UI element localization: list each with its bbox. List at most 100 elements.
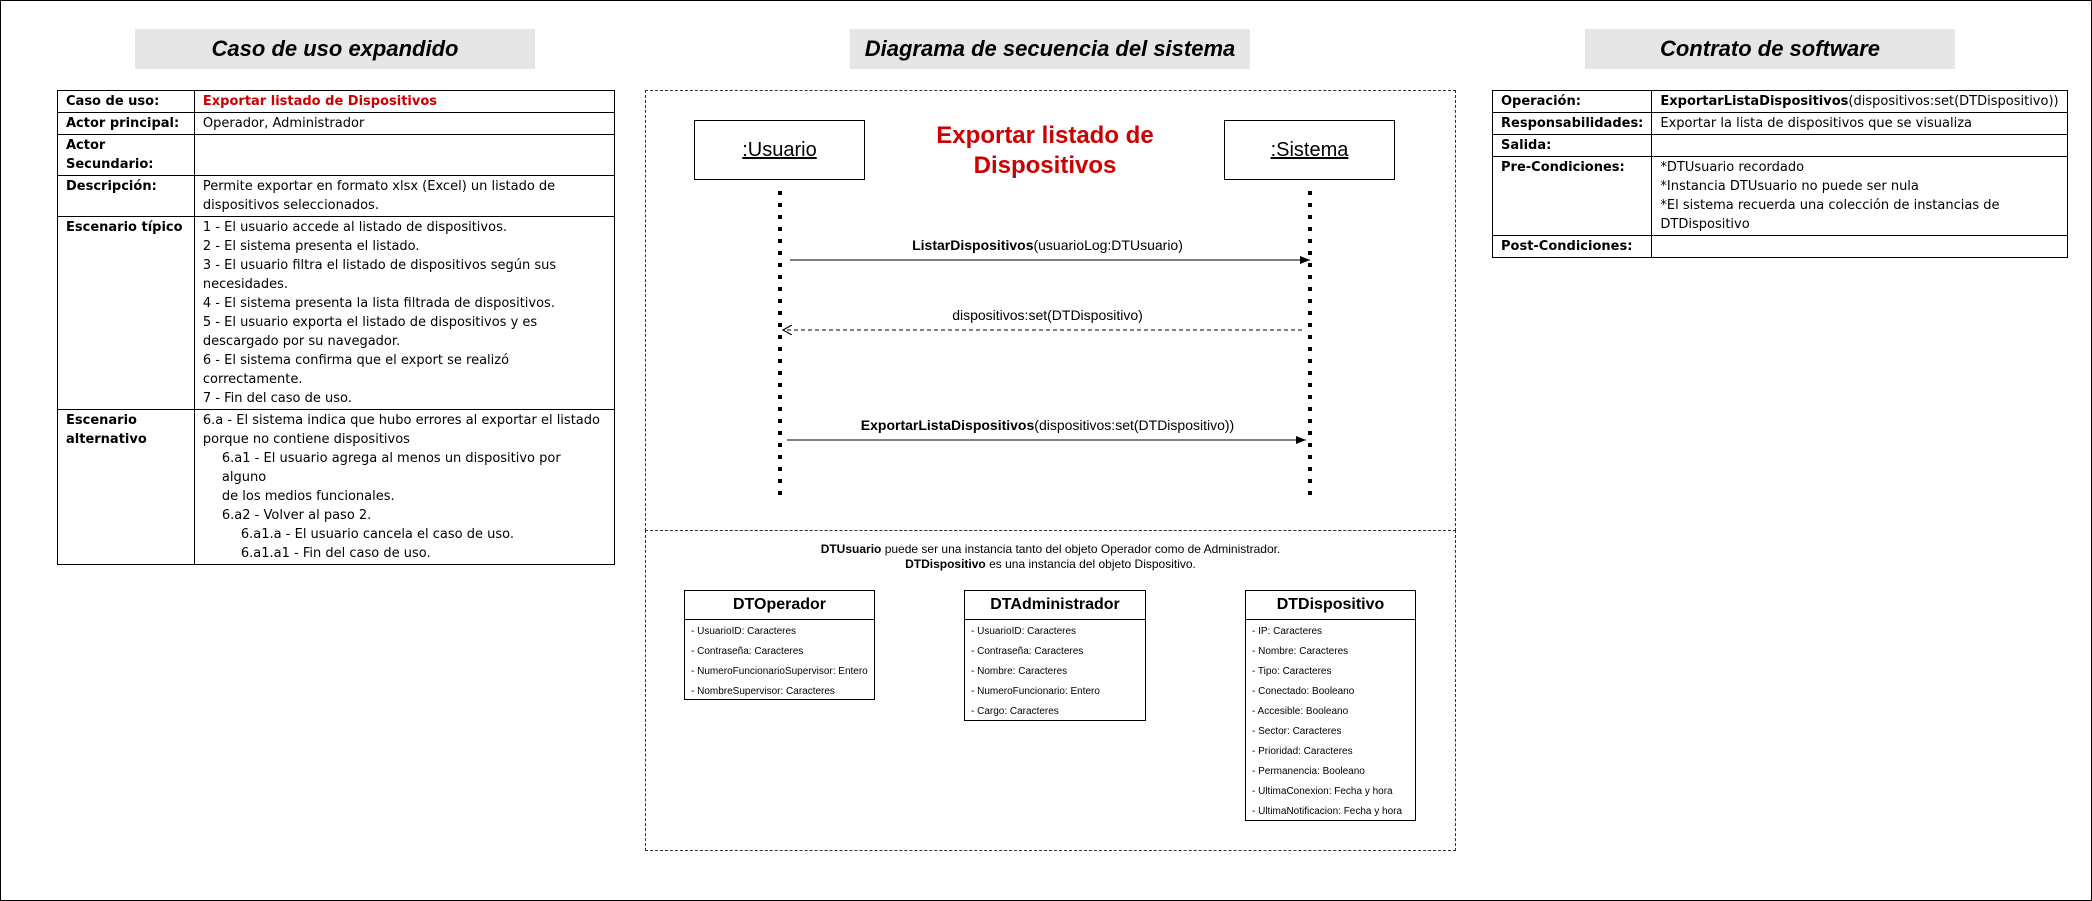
alternativo-label: Escenario alternativo [57, 409, 195, 565]
note-term: DTDispositivo [905, 557, 986, 571]
message-label-return: dispositivos:set(DTDispositivo) [795, 307, 1300, 323]
escenario-step: 2 - El sistema presenta el listado. [202, 239, 420, 254]
precondicion-line: *DTUsuario recordado [1660, 160, 1805, 175]
class-dtadministrador: DTAdministrador - UsuarioID: Caracteres … [964, 590, 1146, 721]
contract-table: Operación: ExportarListaDispositivos(dis… [1491, 90, 2068, 258]
class-attribute: - UsuarioID: Caracteres [971, 626, 1077, 637]
use-case-row-escenario: Escenario típico 1 - El usuario accede a… [57, 216, 616, 410]
class-attribute: - Cargo: Caracteres [971, 706, 1059, 717]
lifeline-sistema-box: :Sistema [1224, 120, 1395, 180]
use-case-section-title: Caso de uso expandido [135, 29, 535, 69]
class-attribute: - UsuarioID: Caracteres [691, 626, 797, 637]
operacion-value: ExportarListaDispositivos(dispositivos:s… [1651, 90, 2068, 113]
sequence-section-title: Diagrama de secuencia del sistema [850, 29, 1250, 69]
class-attribute: - Accesible: Booleano [1252, 706, 1349, 717]
class-attribute: - NumeroFuncionario: Entero [971, 686, 1100, 697]
sequence-title-line: Dispositivos [973, 152, 1117, 179]
descripcion-value: Permite exportar en formato xlsx (Excel)… [193, 175, 616, 217]
class-attribute: - NumeroFuncionarioSupervisor: Entero [691, 666, 868, 677]
precondiciones-label: Pre-Condiciones: [1491, 156, 1653, 236]
message-return-value: dispositivos:set(DTDispositivo) [952, 307, 1143, 323]
escenario-step: necesidades. [202, 277, 289, 292]
escenario-step: 6 - El sistema confirma que el export se… [202, 353, 510, 387]
actor-principal-value: Operador, Administrador [193, 112, 616, 135]
alternativo-step: 6.a1.a1 - Fin del caso de uso. [240, 546, 431, 561]
class-attribute: - Nombre: Caracteres [1252, 646, 1349, 657]
class-name: DTOperador [685, 591, 874, 620]
message-name: ExportarListaDispositivos [860, 417, 1035, 433]
use-case-row-alternativo: Escenario alternativo 6.a - El sistema i… [57, 409, 616, 565]
use-case-row-actor-principal: Actor principal: Operador, Administrador [57, 112, 616, 135]
contract-row-precondiciones: Pre-Condiciones: *DTUsuario recordado *I… [1491, 156, 2068, 236]
use-case-row-descripcion: Descripción: Permite exportar en formato… [57, 175, 616, 217]
responsabilidades-value: Exportar la lista de dispositivos que se… [1651, 112, 2068, 135]
class-attribute: - Nombre: Caracteres [971, 666, 1068, 677]
note-text: puede ser una instancia tanto del objeto… [881, 542, 1281, 556]
salida-value [1651, 134, 2068, 157]
responsabilidades-label: Responsabilidades: [1491, 112, 1653, 135]
class-name: DTAdministrador [965, 591, 1145, 620]
salida-label: Salida: [1491, 134, 1653, 157]
dto-notes: DTUsuario puede ser una instancia tanto … [650, 542, 1451, 572]
escenario-step: 7 - Fin del caso de uso. [202, 391, 352, 406]
message-label-listar: ListarDispositivos(usuarioLog:DTUsuario) [795, 237, 1300, 253]
class-name: DTDispositivo [1246, 591, 1415, 620]
class-attribute: - Contraseña: Caracteres [971, 646, 1084, 657]
class-attribute: - Sector: Caracteres [1252, 726, 1342, 737]
alternativo-value: 6.a - El sistema indica que hubo errores… [193, 409, 616, 565]
class-attribute: - Prioridad: Caracteres [1252, 746, 1353, 757]
precondicion-line: *Instancia DTUsuario no puede ser nula [1660, 179, 1919, 194]
operacion-label: Operación: [1491, 90, 1653, 113]
descripcion-line: dispositivos seleccionados. [202, 198, 379, 213]
escenario-step: descargado por su navegador. [202, 334, 401, 349]
alternativo-step: de los medios funcionales. [221, 489, 395, 504]
contract-row-operacion: Operación: ExportarListaDispositivos(dis… [1491, 90, 2068, 113]
use-case-table: Caso de uso: Exportar listado de Disposi… [57, 90, 616, 565]
escenario-step: 1 - El usuario accede al listado de disp… [202, 220, 507, 235]
class-attribute: - UltimaConexion: Fecha y hora [1252, 786, 1393, 797]
message-name: ListarDispositivos [912, 237, 1034, 253]
contract-row-responsabilidades: Responsabilidades: Exportar la lista de … [1491, 112, 2068, 135]
alternativo-step: 6.a1 - El usuario agrega al menos un dis… [221, 451, 561, 485]
alternativo-step: 6.a - El sistema indica que hubo errores… [202, 413, 600, 428]
contract-row-postcondiciones: Post-Condiciones: [1491, 235, 2068, 258]
class-dtoperador: DTOperador - UsuarioID: Caracteres - Con… [684, 590, 875, 700]
message-params: (dispositivos:set(DTDispositivo)) [1034, 417, 1235, 433]
note-text: es una instancia del objeto Dispositivo. [985, 557, 1196, 571]
alternativo-label-line: Escenario [66, 413, 137, 428]
descripcion-line: Permite exportar en formato xlsx (Excel)… [202, 179, 556, 194]
message-label-exportar: ExportarListaDispositivos(dispositivos:s… [795, 417, 1300, 433]
class-attribute: - IP: Caracteres [1252, 626, 1323, 637]
class-attribute: - NombreSupervisor: Caracteres [691, 686, 835, 697]
postcondiciones-label: Post-Condiciones: [1491, 235, 1653, 258]
note-line: DTDispositivo es una instancia del objet… [650, 557, 1451, 572]
escenario-value: 1 - El usuario accede al listado de disp… [193, 216, 616, 410]
operacion-params: (dispositivos:set(DTDispositivo)) [1848, 94, 2059, 109]
dto-classes-box [645, 530, 1456, 851]
postcondiciones-value [1651, 235, 2068, 258]
class-attribute: - Permanencia: Booleano [1252, 766, 1365, 777]
precondicion-line: *El sistema recuerda una colección de in… [1660, 198, 2000, 213]
contract-row-salida: Salida: [1491, 134, 2068, 157]
alternativo-step: 6.a1.a - El usuario cancela el caso de u… [240, 527, 514, 542]
class-attribute: - UltimaNotificacion: Fecha y hora [1252, 806, 1403, 817]
actor-secundario-value [193, 134, 616, 176]
note-line: DTUsuario puede ser una instancia tanto … [650, 542, 1451, 557]
alternativo-step: porque no contiene dispositivos [202, 432, 410, 447]
contract-section-title: Contrato de software [1585, 29, 1955, 69]
precondiciones-value: *DTUsuario recordado *Instancia DTUsuari… [1651, 156, 2068, 236]
alternativo-step: 6.a2 - Volver al paso 2. [221, 508, 372, 523]
class-attribute: - Contraseña: Caracteres [691, 646, 804, 657]
escenario-step: 5 - El usuario exporta el listado de dis… [202, 315, 538, 330]
class-attribute: - Conectado: Booleano [1252, 686, 1355, 697]
note-term: DTUsuario [820, 542, 882, 556]
sequence-diagram-title: Exportar listado de Dispositivos [895, 121, 1195, 181]
precondicion-line: DTDispositivo [1660, 217, 1750, 232]
escenario-step: 4 - El sistema presenta la lista filtrad… [202, 296, 555, 311]
lifeline-usuario-box: :Usuario [694, 120, 865, 180]
alternativo-label-line: alternativo [66, 432, 147, 447]
sequence-title-line: Exportar listado de [936, 122, 1154, 149]
escenario-step: 3 - El usuario filtra el listado de disp… [202, 258, 557, 273]
operacion-name: ExportarListaDispositivos [1660, 94, 1849, 109]
